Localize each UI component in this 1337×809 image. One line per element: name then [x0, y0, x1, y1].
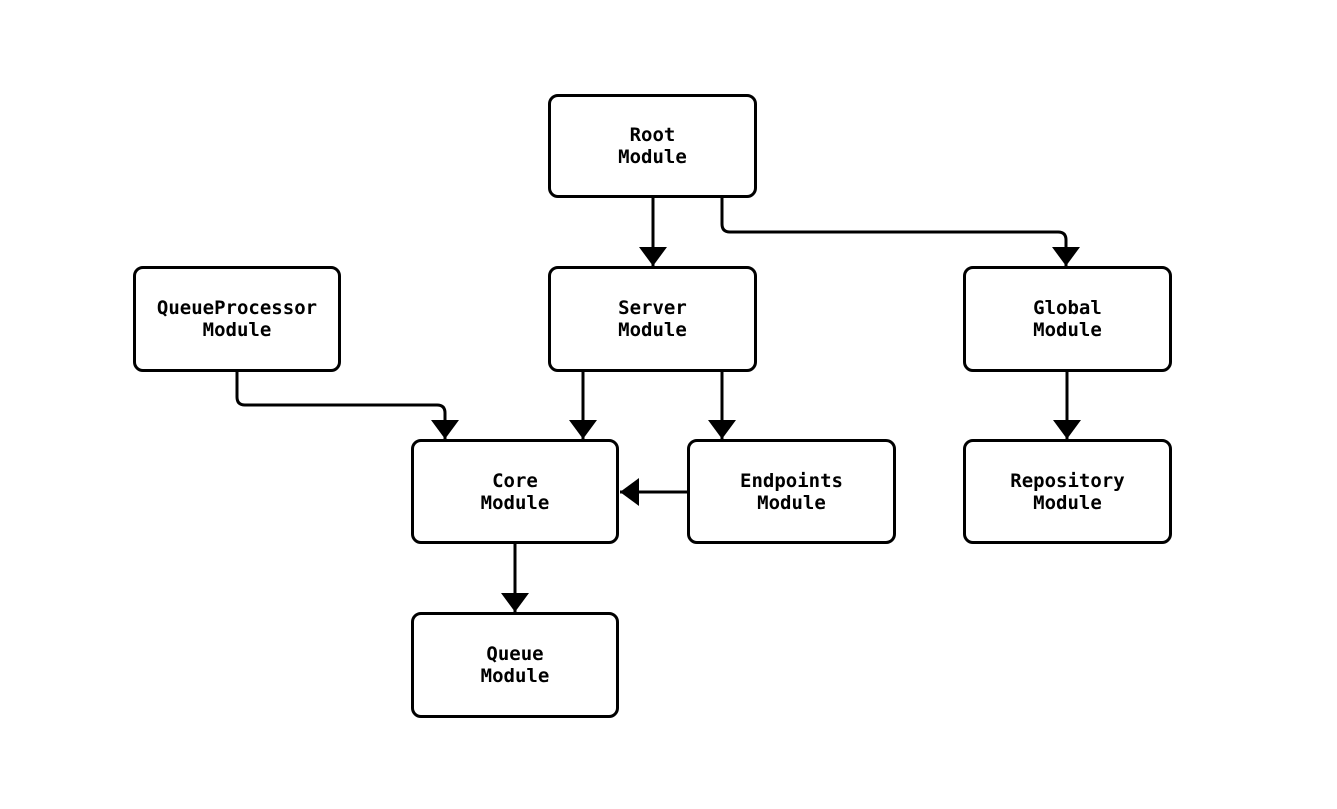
- arrowhead-core-to-queue: [501, 593, 529, 612]
- node-queueprocessor-module: QueueProcessor Module: [133, 266, 341, 372]
- node-global-module: Global Module: [963, 266, 1172, 372]
- arrowhead-root-to-global: [1052, 247, 1080, 266]
- arrowhead-endpoints-to-core: [620, 478, 639, 506]
- node-queue-module-label: Queue Module: [480, 643, 550, 687]
- node-repository-module-label: Repository Module: [1010, 469, 1125, 514]
- edge-queueprocessor-to-core: [235, 372, 447, 439]
- arrowhead-server-to-core: [569, 420, 597, 439]
- node-root-module: Root Module: [548, 94, 757, 198]
- node-repository-module: Repository Module: [963, 439, 1172, 544]
- arrowhead-queueprocessor-to-core: [431, 420, 459, 439]
- node-root-module-label: Root Module: [618, 124, 687, 168]
- node-queueprocessor-module-label: QueueProcessor Module: [156, 297, 318, 341]
- node-endpoints-module-label: Endpoints Module: [740, 469, 843, 514]
- node-core-module-label: Core Module: [480, 469, 550, 514]
- node-endpoints-module: Endpoints Module: [687, 439, 896, 544]
- node-server-module-label: Server Module: [618, 297, 687, 341]
- arrowhead-global-to-repository: [1053, 420, 1081, 439]
- arrowhead-root-to-server: [639, 247, 667, 266]
- arrowhead-server-to-endpoints: [708, 420, 736, 439]
- node-queue-module: Queue Module: [411, 612, 619, 718]
- node-server-module: Server Module: [548, 266, 757, 372]
- edge-root-to-global: [720, 198, 1068, 266]
- node-core-module: Core Module: [411, 439, 619, 544]
- node-global-module-label: Global Module: [1033, 297, 1102, 341]
